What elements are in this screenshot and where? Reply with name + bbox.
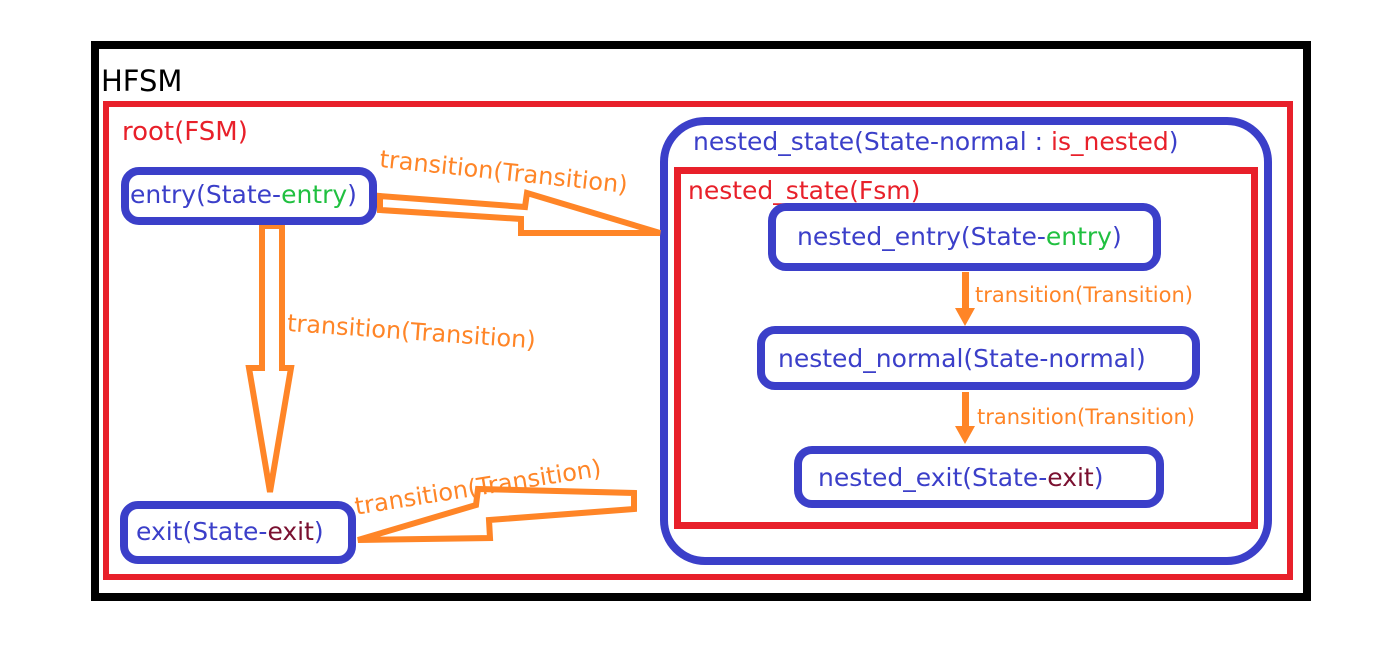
- hfsm-title: HFSM: [101, 64, 183, 98]
- nested-fsm-frame: [674, 167, 1258, 529]
- state-exit-keyword: exit: [267, 517, 314, 546]
- state-nested-exit-prefix: nested_exit(State-: [818, 463, 1048, 492]
- transition-label-nested-entry-to-normal: transition(Transition): [975, 283, 1193, 307]
- state-nested-exit-label: nested_exit(State-exit): [818, 465, 1104, 490]
- state-exit-label: exit(State-exit): [136, 519, 324, 544]
- root-fsm-label: root(FSM): [122, 117, 248, 147]
- hfsm-frame: [91, 41, 1311, 601]
- nested-state-label-keyword: is_nested: [1051, 127, 1169, 156]
- nested-state-label: nested_state(State-normal : is_nested): [693, 129, 1179, 154]
- state-exit-suffix: ): [313, 517, 324, 546]
- state-nested-entry[interactable]: [768, 203, 1161, 271]
- state-nested-entry-suffix: ): [1111, 222, 1122, 251]
- state-entry-keyword: entry: [281, 180, 348, 209]
- state-nested-normal-label: nested_normal(State-normal): [778, 344, 1146, 373]
- state-nested-exit[interactable]: [794, 446, 1164, 508]
- state-entry-prefix: entry(State-: [130, 180, 282, 209]
- state-nested-exit-keyword: exit: [1047, 463, 1094, 492]
- nested-state-label-main: nested_state(State-normal :: [693, 127, 1051, 156]
- transition-label-nested-normal-to-exit: transition(Transition): [977, 405, 1195, 429]
- state-entry[interactable]: [121, 167, 377, 225]
- state-exit-prefix: exit(State-: [136, 517, 268, 546]
- state-entry-suffix: ): [347, 180, 357, 209]
- nested-state-box[interactable]: [660, 117, 1272, 565]
- state-nested-exit-suffix: ): [1093, 463, 1104, 492]
- root-fsm-frame: [103, 101, 1293, 580]
- state-exit[interactable]: [120, 501, 356, 564]
- state-nested-normal[interactable]: [757, 326, 1200, 390]
- state-entry-label: entry(State-entry): [130, 182, 357, 207]
- state-nested-entry-label: nested_entry(State-entry): [797, 224, 1122, 249]
- state-nested-entry-prefix: nested_entry(State-: [797, 222, 1046, 251]
- state-nested-entry-keyword: entry: [1045, 222, 1112, 251]
- nested-fsm-label: nested_state(Fsm): [688, 176, 921, 205]
- nested-state-label-suffix: ): [1168, 127, 1179, 156]
